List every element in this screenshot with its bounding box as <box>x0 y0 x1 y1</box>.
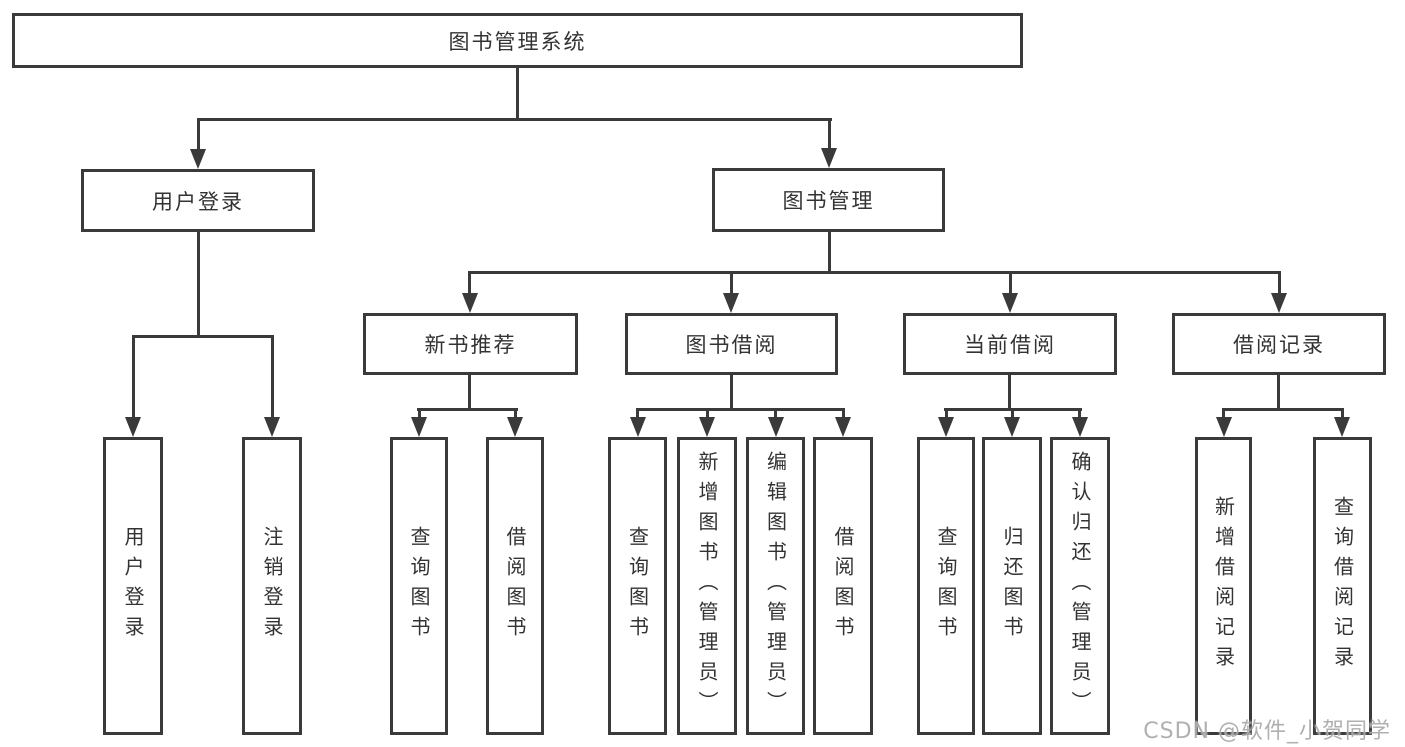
leaf-recommend-query-books: 查询图书 <box>390 437 448 735</box>
connector-root-stem <box>516 66 519 120</box>
leaf-borrow-books: 借阅图书 <box>813 437 873 735</box>
connector-to-recommend-borrow <box>514 408 517 421</box>
arrow-to-confirm-return <box>1072 417 1088 437</box>
connector-to-leaf-logout <box>271 335 274 420</box>
connector-user-login-stem <box>197 232 200 338</box>
arrow-to-return-books <box>1004 417 1020 437</box>
leaf-recommend-borrow-books: 借阅图书 <box>486 437 544 735</box>
leaf-borrow-query-books: 查询图书 <box>608 437 667 735</box>
connector-to-confirm-return <box>1078 408 1081 421</box>
arrow-to-book-management <box>821 148 837 168</box>
connector-root-bus <box>197 118 832 121</box>
node-book-borrow: 图书借阅 <box>625 313 838 375</box>
connector-to-add-record <box>1222 408 1225 421</box>
connector-to-edit-book <box>774 408 777 421</box>
node-book-management: 图书管理 <box>712 168 945 232</box>
node-root-library-system: 图书管理系统 <box>12 13 1023 68</box>
arrow-to-current-query <box>938 417 954 437</box>
leaf-return-books: 归还图书 <box>982 437 1042 735</box>
leaf-edit-book-admin: 编辑图书（管理员） <box>746 437 805 735</box>
arrow-to-user-login <box>190 149 206 169</box>
connector-user-login-bus <box>132 335 274 338</box>
arrow-to-edit-book <box>768 417 784 437</box>
leaf-user-login: 用户登录 <box>103 437 163 735</box>
arrow-to-add-record <box>1216 417 1232 437</box>
arrow-to-book-borrow <box>723 293 739 313</box>
connector-recommend-stem <box>468 375 471 411</box>
connector-to-user-login <box>197 118 200 152</box>
csdn-watermark: CSDN @软件_小贺同学 <box>1143 719 1391 744</box>
arrow-to-borrow-books <box>835 417 851 437</box>
arrow-to-current-borrow <box>1002 293 1018 313</box>
connector-to-leaf-user-login <box>132 335 135 420</box>
leaf-logout: 注销登录 <box>242 437 302 735</box>
leaf-current-query-books: 查询图书 <box>917 437 975 735</box>
connector-to-current-borrow <box>1009 271 1012 297</box>
arrow-to-query-record <box>1334 417 1350 437</box>
leaf-add-book-admin: 新增图书（管理员） <box>677 437 737 735</box>
node-user-login: 用户登录 <box>81 169 315 232</box>
node-current-borrow: 当前借阅 <box>903 313 1117 375</box>
connector-book-mgmt-bus <box>468 271 1281 274</box>
connector-to-new-book-recommend <box>468 271 471 297</box>
arrow-to-borrow-records <box>1271 293 1287 313</box>
connector-to-current-query <box>945 408 948 421</box>
connector-records-bus <box>1222 408 1344 411</box>
connector-to-recommend-query <box>418 408 421 421</box>
arrow-to-leaf-user-login <box>125 417 141 437</box>
node-borrow-records: 借阅记录 <box>1172 313 1386 375</box>
leaf-confirm-return-admin: 确认归还（管理员） <box>1050 437 1110 735</box>
connector-recommend-bus <box>417 408 518 411</box>
connector-to-query-record <box>1341 408 1344 421</box>
connector-to-borrow-records <box>1278 271 1281 297</box>
connector-current-stem <box>1008 375 1011 411</box>
connector-records-stem <box>1277 375 1280 411</box>
arrow-to-borrow-query <box>630 417 646 437</box>
arrow-to-add-book <box>699 417 715 437</box>
connector-to-return-books <box>1011 408 1014 421</box>
connector-to-borrow-query <box>636 408 639 421</box>
arrow-to-leaf-logout <box>264 417 280 437</box>
arrow-to-recommend-query <box>411 417 427 437</box>
arrow-to-recommend-borrow <box>507 417 523 437</box>
leaf-add-borrow-record: 新增借阅记录 <box>1195 437 1252 735</box>
connector-borrow-bus <box>636 408 845 411</box>
connector-borrow-stem <box>730 375 733 411</box>
connector-to-book-management <box>828 118 831 151</box>
leaf-query-borrow-record: 查询借阅记录 <box>1313 437 1372 735</box>
connector-book-mgmt-stem <box>828 232 831 274</box>
arrow-to-new-book-recommend <box>462 293 478 313</box>
connector-to-add-book <box>706 408 709 421</box>
connector-to-borrow-books <box>842 408 845 421</box>
connector-to-book-borrow <box>730 271 733 297</box>
node-new-book-recommend: 新书推荐 <box>363 313 578 375</box>
